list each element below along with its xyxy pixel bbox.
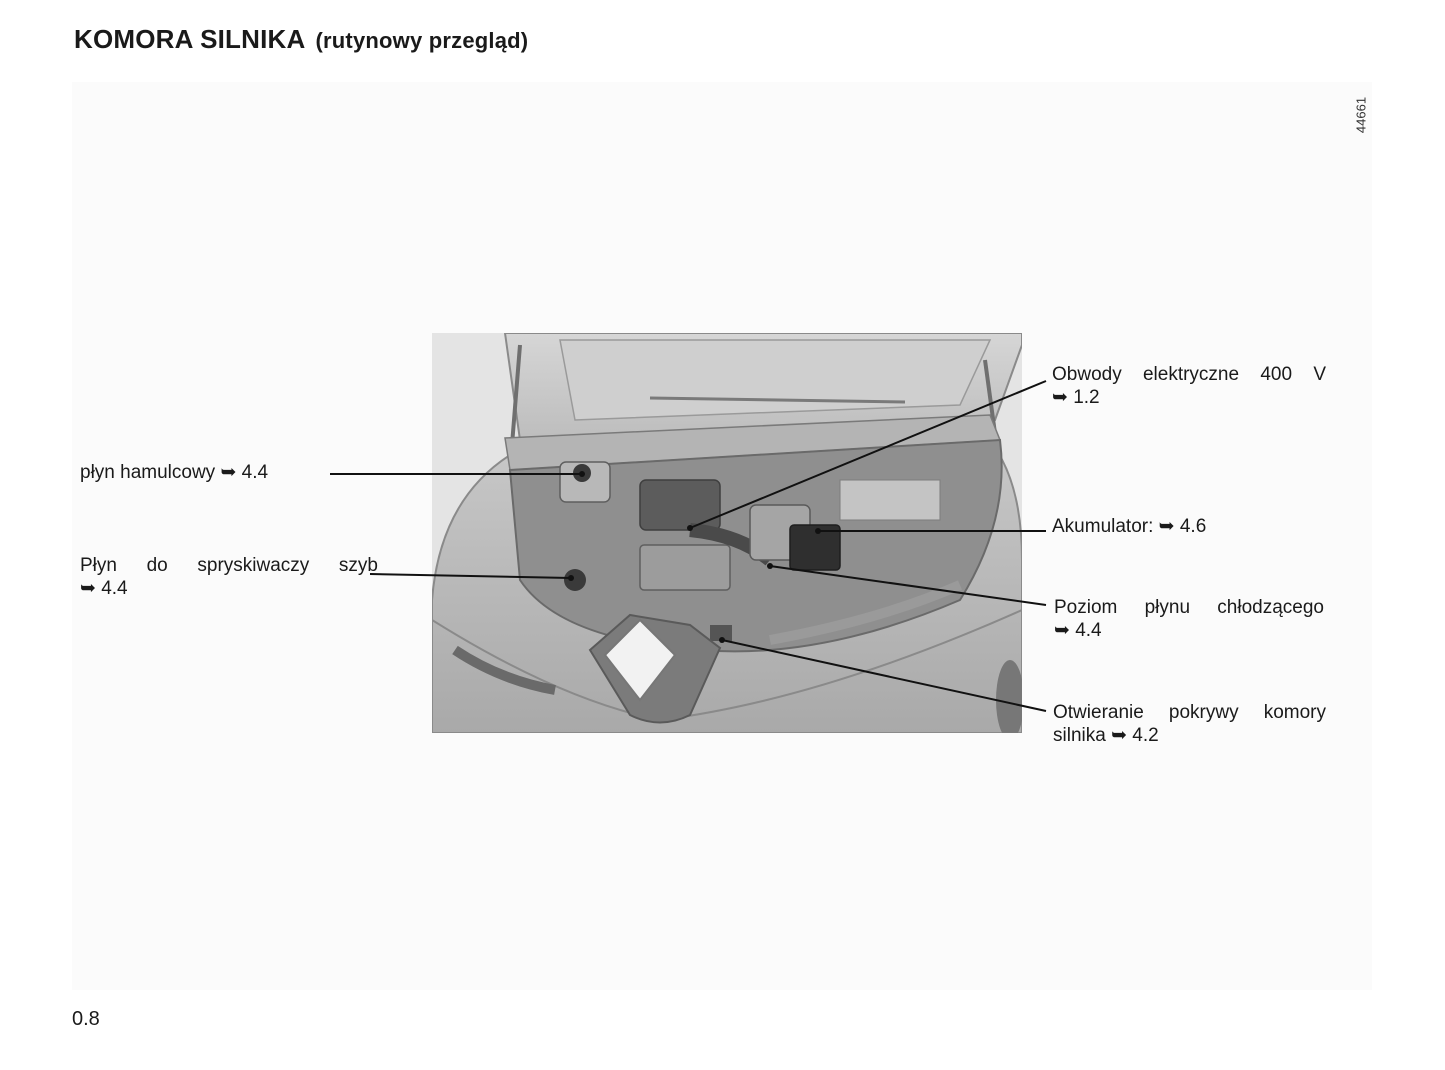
label-bonnet-release: Otwieranie pokrywy komory silnika ➥ 4.2 [1053, 701, 1326, 747]
page-title: KOMORA SILNIKA (rutynowy przegląd) [74, 24, 528, 55]
title-subtitle: (rutynowy przegląd) [315, 28, 529, 53]
label-washer-fluid-line1: Płyn do spryskiwaczy szyb [80, 555, 378, 576]
label-400v-circuits-line1: Obwody elektryczne 400 V [1052, 364, 1326, 385]
label-bonnet-release-line1: Otwieranie pokrywy komory [1053, 702, 1326, 723]
label-coolant-line2: ➥ 4.4 [1054, 620, 1102, 641]
label-400v-circuits-line2: ➥ 1.2 [1052, 387, 1100, 408]
leader-bonnet-release [721, 639, 1047, 712]
leader-lines [330, 380, 1047, 712]
title-main: KOMORA SILNIKA [74, 24, 306, 54]
label-washer-fluid-line2: ➥ 4.4 [80, 578, 128, 599]
leader-coolant [769, 565, 1047, 606]
label-brake-fluid: płyn hamulcowy ➥ 4.4 [80, 461, 268, 484]
leader-400v-circuits [689, 380, 1047, 529]
label-washer-fluid: Płyn do spryskiwaczy szyb ➥ 4.4 [80, 554, 378, 600]
label-battery-text: Akumulator: ➥ 4.6 [1052, 516, 1207, 537]
leader-washer-fluid [369, 573, 572, 579]
car-drawing [432, 333, 1022, 733]
label-coolant: Poziom płynu chłodzącego ➥ 4.4 [1054, 596, 1324, 642]
page-number: 0.8 [72, 1008, 100, 1030]
label-coolant-line1: Poziom płynu chłodzącego [1054, 597, 1324, 618]
leader-endpoints [568, 471, 821, 643]
label-400v-circuits: Obwody elektryczne 400 V ➥ 1.2 [1052, 363, 1326, 409]
label-battery: Akumulator: ➥ 4.6 [1052, 515, 1206, 538]
label-bonnet-release-line2: silnika ➥ 4.2 [1053, 725, 1159, 746]
label-brake-fluid-text: płyn hamulcowy ➥ 4.4 [80, 462, 269, 483]
